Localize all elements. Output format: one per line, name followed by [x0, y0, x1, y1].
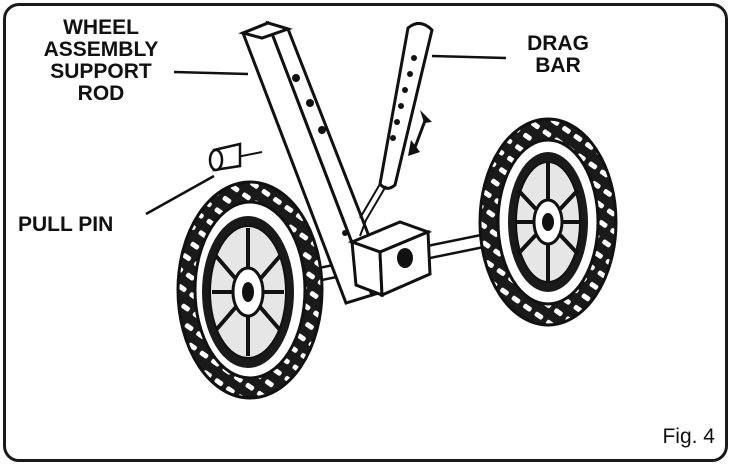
label-line: ROD	[77, 82, 125, 105]
axle-collar	[347, 220, 433, 298]
figure-number: Fig. 4	[662, 425, 715, 448]
pull-pin	[208, 142, 263, 172]
adjust-arrow	[408, 110, 432, 156]
leader-drag-bar	[431, 54, 507, 60]
left-wheel	[176, 180, 324, 400]
label-line: DRAG	[527, 32, 589, 55]
label-line: BAR	[535, 54, 581, 77]
leader-pull-pin	[145, 174, 215, 216]
label-line: SUPPORT	[50, 60, 152, 83]
label-pull-pin: PULL PIN	[18, 213, 114, 236]
drag-bar	[359, 22, 434, 237]
label-line: ASSEMBLY	[43, 38, 159, 61]
right-wheel	[478, 117, 618, 327]
leader-lines	[145, 54, 507, 216]
label-drag-bar: DRAG BAR	[508, 33, 608, 77]
label-wheel-assembly-support-rod: WHEEL ASSEMBLY SUPPORT ROD	[26, 17, 176, 105]
label-line: WHEEL	[63, 16, 139, 39]
leader-wheel-rod	[173, 70, 249, 76]
